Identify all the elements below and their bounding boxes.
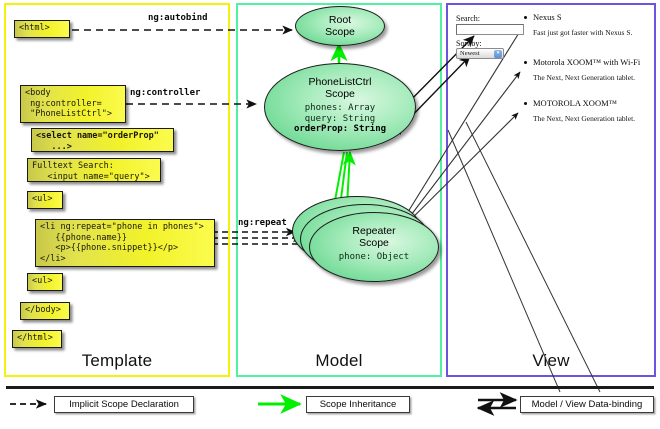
code-box-html-open: <html>	[14, 20, 70, 38]
phone-snippet: The Next, Next Generation tablet.	[533, 114, 636, 123]
legend-label-model-view-data-binding: Model / View Data-binding	[520, 396, 654, 413]
prop-phones: phones: Array	[304, 103, 376, 113]
list-item: MOTOROLA XOOM™ The Next, Next Generation…	[524, 98, 636, 123]
column-label-model: Model	[315, 351, 363, 370]
bullet-icon	[524, 16, 527, 19]
legend-label-implicit-scope-declaration: Implicit Scope Declaration	[54, 396, 194, 413]
search-input[interactable]	[456, 24, 524, 35]
phone-snippet: The Next, Next Generation tablet.	[533, 73, 636, 82]
phone-name: MOTOROLA XOOM™	[533, 98, 617, 108]
code-box-html-close: </html>	[12, 330, 62, 348]
bullet-icon	[524, 102, 527, 105]
column-template: Template	[4, 3, 230, 377]
view-sort-label: Sort by:	[456, 39, 482, 48]
legend-divider	[6, 386, 654, 389]
legend-label-scope-inheritance: Scope Inheritance	[306, 396, 410, 413]
chevron-down-icon: ▾	[494, 50, 502, 58]
code-box-body-open: <body ng:controller= "PhoneListCtrl">	[20, 85, 126, 123]
code-box-ul-open: <ul>	[27, 191, 63, 209]
code-box-search: Fulltext Search: <input name="query">	[27, 158, 161, 182]
edge-label-ng-repeat: ng:repeat	[238, 218, 287, 228]
code-box-ul-close: <ul>	[27, 273, 63, 291]
scope-repeater-props: phone: Object	[310, 252, 438, 263]
edge-label-ng-autobind: ng:autobind	[148, 13, 208, 23]
column-label-template: Template	[81, 351, 153, 370]
phone-name: Nexus S	[533, 12, 562, 22]
code-box-select: <select name="orderProp" ...>	[31, 128, 174, 152]
view-search-label: Search:	[456, 14, 480, 23]
phone-name: Motorola XOOM™ with Wi-Fi	[533, 57, 641, 67]
code-box-li-repeat: <li ng:repeat="phone in phones"> {{phone…	[35, 219, 215, 267]
prop-phone: phone: Object	[338, 252, 410, 262]
column-label-view: View	[532, 351, 570, 370]
prop-query: query: String	[304, 113, 376, 124]
edge-label-ng-controller: ng:controller	[130, 88, 201, 98]
list-item: Motorola XOOM™ with Wi-Fi The Next, Next…	[524, 57, 641, 82]
scope-phonelistctrl-props: phones: Array query: String orderProp: S…	[265, 103, 415, 135]
code-box-body-close: </body>	[20, 302, 70, 320]
phone-snippet: Fast just got faster with Nexus S.	[533, 28, 633, 37]
bullet-icon	[524, 61, 527, 64]
column-model: Model	[236, 3, 442, 377]
list-item: Nexus S Fast just got faster with Nexus …	[524, 12, 633, 37]
prop-orderprop: orderProp: String	[293, 124, 387, 134]
sort-select[interactable]: Newest ▾	[456, 48, 504, 59]
sort-select-value: Newest	[460, 50, 480, 57]
